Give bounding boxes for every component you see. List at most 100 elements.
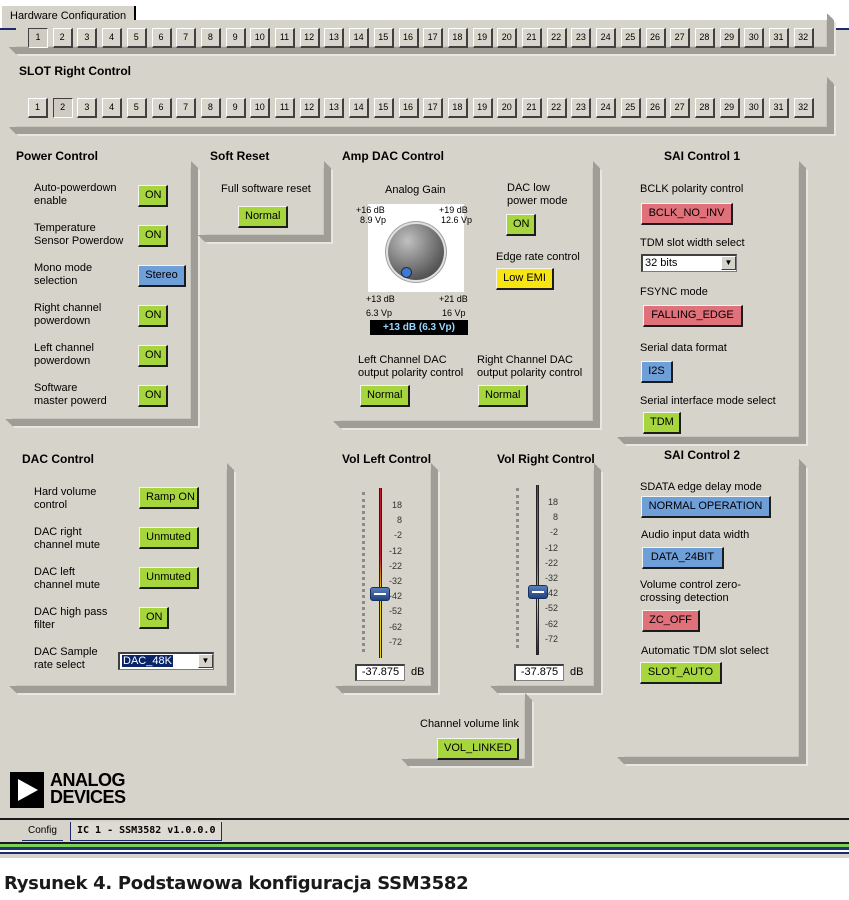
dac-row-toggle[interactable]: Unmuted	[139, 567, 199, 589]
slot-right-slot-1[interactable]: 1	[28, 98, 48, 118]
slot-right-slot-20[interactable]: 20	[497, 98, 518, 118]
slot-right-slot-22[interactable]: 22	[546, 98, 567, 118]
sdf-button[interactable]: I2S	[641, 361, 673, 383]
slot-left-slot-11[interactable]: 11	[275, 28, 295, 48]
power-row-toggle[interactable]: Stereo	[138, 265, 186, 287]
slot-left-slot-17[interactable]: 17	[423, 28, 444, 48]
width-button[interactable]: DATA_24BIT	[642, 547, 724, 569]
right-polarity-button[interactable]: Normal	[478, 385, 528, 407]
vol-right-track[interactable]	[536, 485, 539, 655]
tab-ic1-ssm3582[interactable]: IC 1 - SSM3582 v1.0.0.0	[70, 822, 223, 841]
slot-left-slot-4[interactable]: 4	[102, 28, 123, 48]
slot-left-slot-8[interactable]: 8	[200, 28, 221, 48]
slot-right-slot-21[interactable]: 21	[522, 98, 542, 118]
slot-right-slot-7[interactable]: 7	[176, 98, 197, 118]
auto-slot-button[interactable]: SLOT_AUTO	[640, 662, 722, 684]
slot-left-slot-12[interactable]: 12	[299, 28, 320, 48]
power-row-toggle[interactable]: ON	[138, 225, 168, 247]
slot-right-slot-16[interactable]: 16	[398, 98, 419, 118]
slot-left-slot-20[interactable]: 20	[497, 28, 518, 48]
slot-right-slot-24[interactable]: 24	[596, 98, 617, 118]
analog-gain-knob[interactable]	[388, 224, 444, 280]
slot-left-slot-23[interactable]: 23	[571, 28, 592, 48]
slot-right-slot-15[interactable]: 15	[373, 98, 394, 118]
slot-right-slot-6[interactable]: 6	[151, 98, 172, 118]
vol-link-button[interactable]: VOL_LINKED	[437, 738, 519, 760]
slot-right-slot-23[interactable]: 23	[571, 98, 592, 118]
slot-right-slot-28[interactable]: 28	[694, 98, 715, 118]
edge-rate-button[interactable]: Low EMI	[496, 268, 554, 290]
slot-right-slot-31[interactable]: 31	[769, 98, 789, 118]
slot-left-slot-28[interactable]: 28	[694, 28, 715, 48]
slot-left-slot-1[interactable]: 1	[28, 28, 48, 48]
slot-left-slot-25[interactable]: 25	[620, 28, 641, 48]
slot-right-slot-2[interactable]: 2	[52, 98, 73, 118]
slot-left-slot-27[interactable]: 27	[670, 28, 691, 48]
dac-row-toggle[interactable]: ON	[139, 607, 169, 629]
slot-right-slot-10[interactable]: 10	[250, 98, 271, 118]
slot-left-slot-6[interactable]: 6	[151, 28, 172, 48]
tab-config[interactable]: Config	[22, 822, 63, 841]
slot-right-slot-8[interactable]: 8	[200, 98, 221, 118]
power-row-toggle[interactable]: ON	[138, 185, 168, 207]
slot-left-slot-3[interactable]: 3	[77, 28, 98, 48]
slot-left-slot-15[interactable]: 15	[373, 28, 394, 48]
slot-left-slot-22[interactable]: 22	[546, 28, 567, 48]
slot-right-slot-17[interactable]: 17	[423, 98, 444, 118]
slot-right-slot-25[interactable]: 25	[620, 98, 641, 118]
slot-left-slot-13[interactable]: 13	[324, 28, 345, 48]
slot-right-slot-4[interactable]: 4	[102, 98, 123, 118]
slot-right-slot-12[interactable]: 12	[299, 98, 320, 118]
slot-right-slot-27[interactable]: 27	[670, 98, 691, 118]
tdm-width-select[interactable]: 32 bits ▼	[641, 254, 737, 272]
slot-left-slot-19[interactable]: 19	[472, 28, 493, 48]
power-row-toggle[interactable]: ON	[138, 305, 168, 327]
slot-right-slot-11[interactable]: 11	[275, 98, 295, 118]
slot-right-slot-5[interactable]: 5	[126, 98, 147, 118]
sdata-button[interactable]: NORMAL OPERATION	[641, 496, 771, 518]
slot-left-slot-14[interactable]: 14	[349, 28, 370, 48]
vol-left-track[interactable]	[379, 488, 382, 658]
soft-reset-button[interactable]: Normal	[238, 206, 288, 228]
dac-row-toggle[interactable]: Ramp ON	[139, 487, 199, 509]
slot-left-slot-26[interactable]: 26	[645, 28, 666, 48]
slot-left-slot-21[interactable]: 21	[522, 28, 542, 48]
power-row-toggle[interactable]: ON	[138, 385, 168, 407]
slot-right-slot-13[interactable]: 13	[324, 98, 345, 118]
slot-right-slot-32[interactable]: 32	[793, 98, 814, 118]
power-row-toggle[interactable]: ON	[138, 345, 168, 367]
slot-left-slot-31[interactable]: 31	[769, 28, 789, 48]
dac-row-toggle[interactable]: Unmuted	[139, 527, 199, 549]
slot-left-slot-10[interactable]: 10	[250, 28, 271, 48]
slot-left-slot-18[interactable]: 18	[447, 28, 468, 48]
slot-right-slot-29[interactable]: 29	[719, 98, 740, 118]
slot-right-slot-26[interactable]: 26	[645, 98, 666, 118]
sim-button[interactable]: TDM	[643, 412, 681, 434]
slot-right-slot-30[interactable]: 30	[744, 98, 765, 118]
slot-left-slot-24[interactable]: 24	[596, 28, 617, 48]
vol-right-slider-thumb[interactable]	[528, 585, 548, 599]
slot-left-slot-30[interactable]: 30	[744, 28, 765, 48]
slot-left-slot-2[interactable]: 2	[52, 28, 73, 48]
slot-left-slot-29[interactable]: 29	[719, 28, 740, 48]
slot-right-slot-9[interactable]: 9	[225, 98, 246, 118]
vol-right-value[interactable]: -37.875	[514, 664, 564, 681]
slot-left-slot-7[interactable]: 7	[176, 28, 197, 48]
zc-button[interactable]: ZC_OFF	[642, 610, 700, 632]
fsync-button[interactable]: FALLING_EDGE	[643, 305, 743, 327]
slot-right-slot-14[interactable]: 14	[349, 98, 370, 118]
slot-left-slot-32[interactable]: 32	[793, 28, 814, 48]
dac-low-power-button[interactable]: ON	[506, 214, 536, 236]
slot-left-slot-5[interactable]: 5	[126, 28, 147, 48]
left-polarity-button[interactable]: Normal	[360, 385, 410, 407]
vol-left-slider-thumb[interactable]	[370, 587, 390, 601]
slot-left-slot-16[interactable]: 16	[398, 28, 419, 48]
bclk-button[interactable]: BCLK_NO_INV	[641, 203, 733, 225]
dac-rate-select[interactable]: DAC_48K ▼	[118, 652, 214, 670]
slot-right-slot-3[interactable]: 3	[77, 98, 98, 118]
dropdown-arrow-icon[interactable]: ▼	[721, 256, 736, 270]
slot-right-slot-19[interactable]: 19	[472, 98, 493, 118]
slot-right-slot-18[interactable]: 18	[447, 98, 468, 118]
vol-left-value[interactable]: -37.875	[355, 664, 405, 681]
slot-left-slot-9[interactable]: 9	[225, 28, 246, 48]
